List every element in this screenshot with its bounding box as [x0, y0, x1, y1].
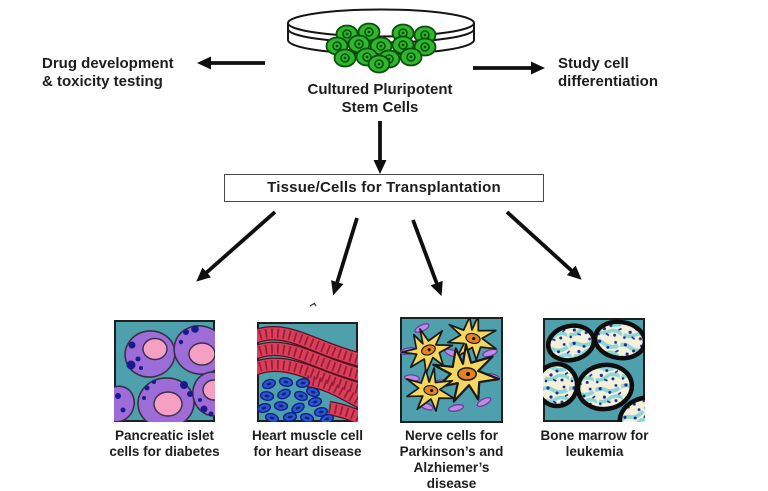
heart-muscle-illustration — [257, 322, 358, 422]
caption-line: Alzhiemer’s — [413, 460, 490, 475]
muscle-fibers — [257, 326, 358, 422]
left-branch-line2: & toxicity testing — [42, 72, 163, 90]
caption-bone-marrow: Bone marrow for leukemia — [524, 428, 665, 460]
caption-line: leukemia — [565, 444, 624, 459]
bone-marrow-illustration — [543, 318, 645, 422]
dish-label: Cultured Pluripotent Stem Cells — [280, 81, 480, 116]
right-branch-line2: differentiation — [558, 72, 658, 90]
transplantation-box: Tissue/Cells for Transplantation — [224, 174, 544, 202]
right-branch-line1: Study cell — [558, 55, 629, 72]
left-branch-line1: Drug development — [42, 55, 174, 72]
caption-line: Pancreatic islet — [114, 428, 215, 443]
caption-line: Nerve cells for — [404, 428, 499, 443]
arrow-to-bone-marrow — [505, 210, 582, 280]
left-branch-label: Drug development & toxicity testing — [42, 55, 174, 90]
caption-line: Parkinson’s and — [399, 444, 504, 459]
dish-label-line2: Stem Cells — [341, 98, 419, 116]
dish-label-line1: Cultured Pluripotent — [307, 81, 453, 98]
caption-line: Heart muscle cell — [251, 428, 364, 443]
caption-line: Bone marrow for — [540, 428, 649, 443]
nerve-cells-illustration — [400, 317, 503, 423]
caption-nerve: Nerve cells for Parkinson’s and Alzhieme… — [381, 428, 522, 491]
stray-mark — [309, 302, 317, 307]
caption-line: disease — [426, 476, 477, 491]
right-branch-label: Study cell differentiation — [558, 55, 658, 90]
transplantation-box-label: Tissue/Cells for Transplantation — [267, 179, 501, 196]
caption-line: for heart disease — [253, 444, 362, 459]
arrow-to-heart — [331, 217, 359, 296]
arrow-to-pancreatic — [196, 210, 277, 282]
caption-line: cells for diabetes — [109, 444, 220, 459]
pancreatic-cells-illustration — [114, 320, 215, 422]
marrow-cells — [543, 319, 645, 422]
caption-heart: Heart muscle cell for heart disease — [237, 428, 378, 460]
petri-dish-icon — [287, 8, 475, 74]
arrow-to-nerve — [411, 219, 443, 297]
caption-pancreatic: Pancreatic islet cells for diabetes — [94, 428, 235, 460]
